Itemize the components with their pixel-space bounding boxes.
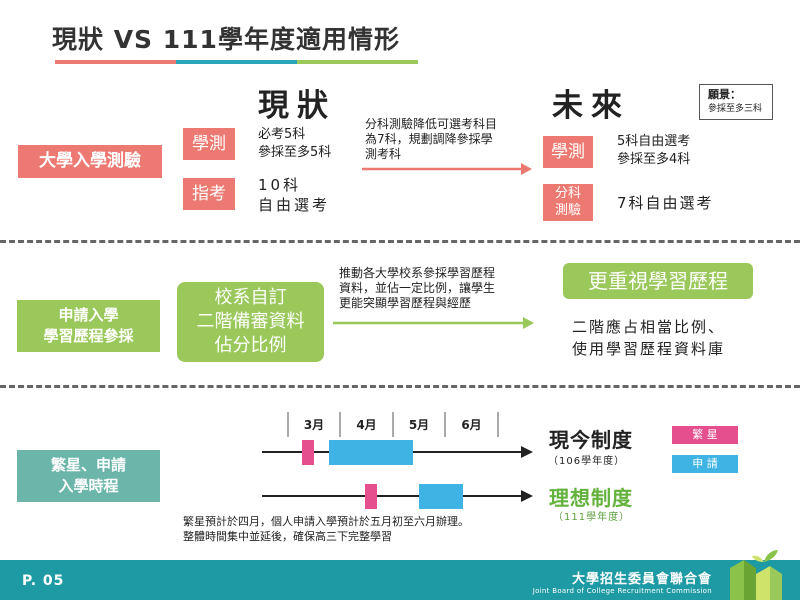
section-divider: [0, 240, 800, 243]
current-ast-text: 10科 自由選考: [258, 175, 330, 215]
tag-line: 測驗: [554, 203, 581, 218]
text-line: 使用學習歷程資料庫: [572, 340, 726, 358]
page-number: P. 05: [22, 573, 65, 589]
future-portfolio-box: 更重視學習歷程: [563, 263, 753, 299]
section-divider: [0, 385, 800, 388]
tag-line: 分科: [554, 186, 581, 201]
text-line: 5科自由選考: [617, 134, 691, 149]
footer-bar: [0, 560, 800, 600]
header-current: 現狀: [258, 88, 336, 124]
current-system-year: （106學年度）: [548, 456, 626, 467]
current-ast-tag: 指考: [183, 178, 235, 210]
future-portfolio-text: 二階應占相當比例、 使用學習歷程資料庫: [572, 316, 725, 360]
current-system-name: 現今制度: [549, 428, 633, 452]
month-label: 5月: [408, 418, 430, 432]
underline-red: [55, 60, 176, 64]
note-line: 為7科，規劃調降參採學: [365, 132, 493, 146]
section2-arrow-note: 推動各大學校系參採學習歷程 資料，並佔一定比例，讓學生 更能突顯學習歷程與經歷: [339, 266, 495, 311]
ideal-system-year: （111學年度）: [553, 512, 631, 523]
vision-title: 願景：: [708, 88, 741, 101]
month-label: 4月: [356, 418, 377, 432]
page-title: 現狀 VS 111學年度適用情形: [52, 25, 400, 54]
text-line: 參採至多4科: [617, 152, 691, 167]
section1-label: 大學入學測驗: [18, 145, 162, 178]
month-label: 3月: [303, 418, 325, 432]
text-line: 自由選考: [258, 196, 331, 214]
future-subject-tag: 分科 測驗: [543, 184, 593, 221]
future-gsat-text: 5科自由選考 參採至多4科: [617, 133, 690, 169]
box-line: 二階備審資料: [196, 311, 305, 332]
underline-teal: [176, 60, 297, 64]
month-label: 6月: [461, 418, 482, 432]
text-line: 10科: [258, 176, 302, 194]
current-gsat-tag: 學測: [183, 128, 235, 160]
future-gsat-tag: 學測: [543, 136, 593, 168]
ideal-apply-period: [419, 484, 463, 509]
current-star-period: [302, 440, 314, 465]
note-line: 整體時間集中並延後，確保高三下完整學習: [183, 530, 392, 543]
logo-icon: [730, 550, 782, 600]
label-line: 學習歷程參採: [43, 327, 134, 345]
organization-name: 大學招生委員會聯合會 Joint Board of College Recrui…: [533, 568, 712, 595]
note-line: 測考科: [365, 147, 402, 161]
org-name-zh: 大學招生委員會聯合會: [571, 572, 712, 587]
timeline-notes: 繁星預計於四月，個人申請入學預計於五月初至六月辦理。 整體時間集中並延後，確保高…: [183, 514, 469, 544]
org-name-en: Joint Board of College Recruitment Commi…: [532, 587, 712, 595]
current-timeline: [262, 440, 533, 465]
text-line: 必考5科: [258, 127, 306, 142]
legend-star: 繁 星: [672, 426, 738, 444]
label-line: 繁星、申請: [50, 456, 126, 474]
text-line: 二階應占相當比例、: [572, 318, 726, 336]
legend-apply: 申 請: [672, 455, 738, 473]
label-line: 入學時程: [58, 477, 119, 495]
current-gsat-text: 必考5科 參採至多5科: [258, 126, 331, 162]
vision-subtitle: 參採至多三科: [708, 104, 763, 114]
note-line: 繁星預計於四月，個人申請入學預計於五月初至六月辦理。: [183, 515, 469, 528]
ideal-star-period: [365, 484, 377, 509]
note-line: 更能突顯學習歷程與經歷: [339, 296, 472, 310]
vision-box: 願景： 參採至多三科: [699, 84, 773, 120]
month-ruler: [287, 412, 499, 437]
note-line: 分科測驗降低可選考科目: [365, 117, 498, 131]
text-line: 參採至多5科: [258, 145, 332, 160]
section1-arrow: [362, 163, 532, 175]
note-line: 推動各大學校系參採學習歷程: [339, 266, 496, 280]
future-subject-text: 7科自由選考: [617, 194, 714, 212]
ideal-system-name: 理想制度: [549, 486, 633, 510]
note-line: 資料，並佔一定比例，讓學生: [339, 281, 496, 295]
box-line: 佔分比例: [214, 335, 287, 356]
section2-label: 申請入學 學習歷程參採: [17, 300, 160, 352]
box-line: 校系自訂: [214, 287, 287, 308]
ideal-timeline: [262, 484, 533, 509]
section3-label: 繁星、申請 入學時程: [17, 450, 160, 502]
current-apply-period: [329, 440, 413, 465]
section1-arrow-note: 分科測驗降低可選考科目 為7科，規劃調降參採學 測考科: [365, 117, 497, 162]
current-portfolio-box: 校系自訂 二階備審資料 佔分比例: [177, 282, 324, 362]
header-future: 未來: [552, 88, 630, 124]
label-line: 申請入學: [58, 306, 119, 324]
title-underline: [55, 60, 418, 64]
section2-arrow: [333, 317, 534, 329]
underline-green: [297, 60, 418, 64]
